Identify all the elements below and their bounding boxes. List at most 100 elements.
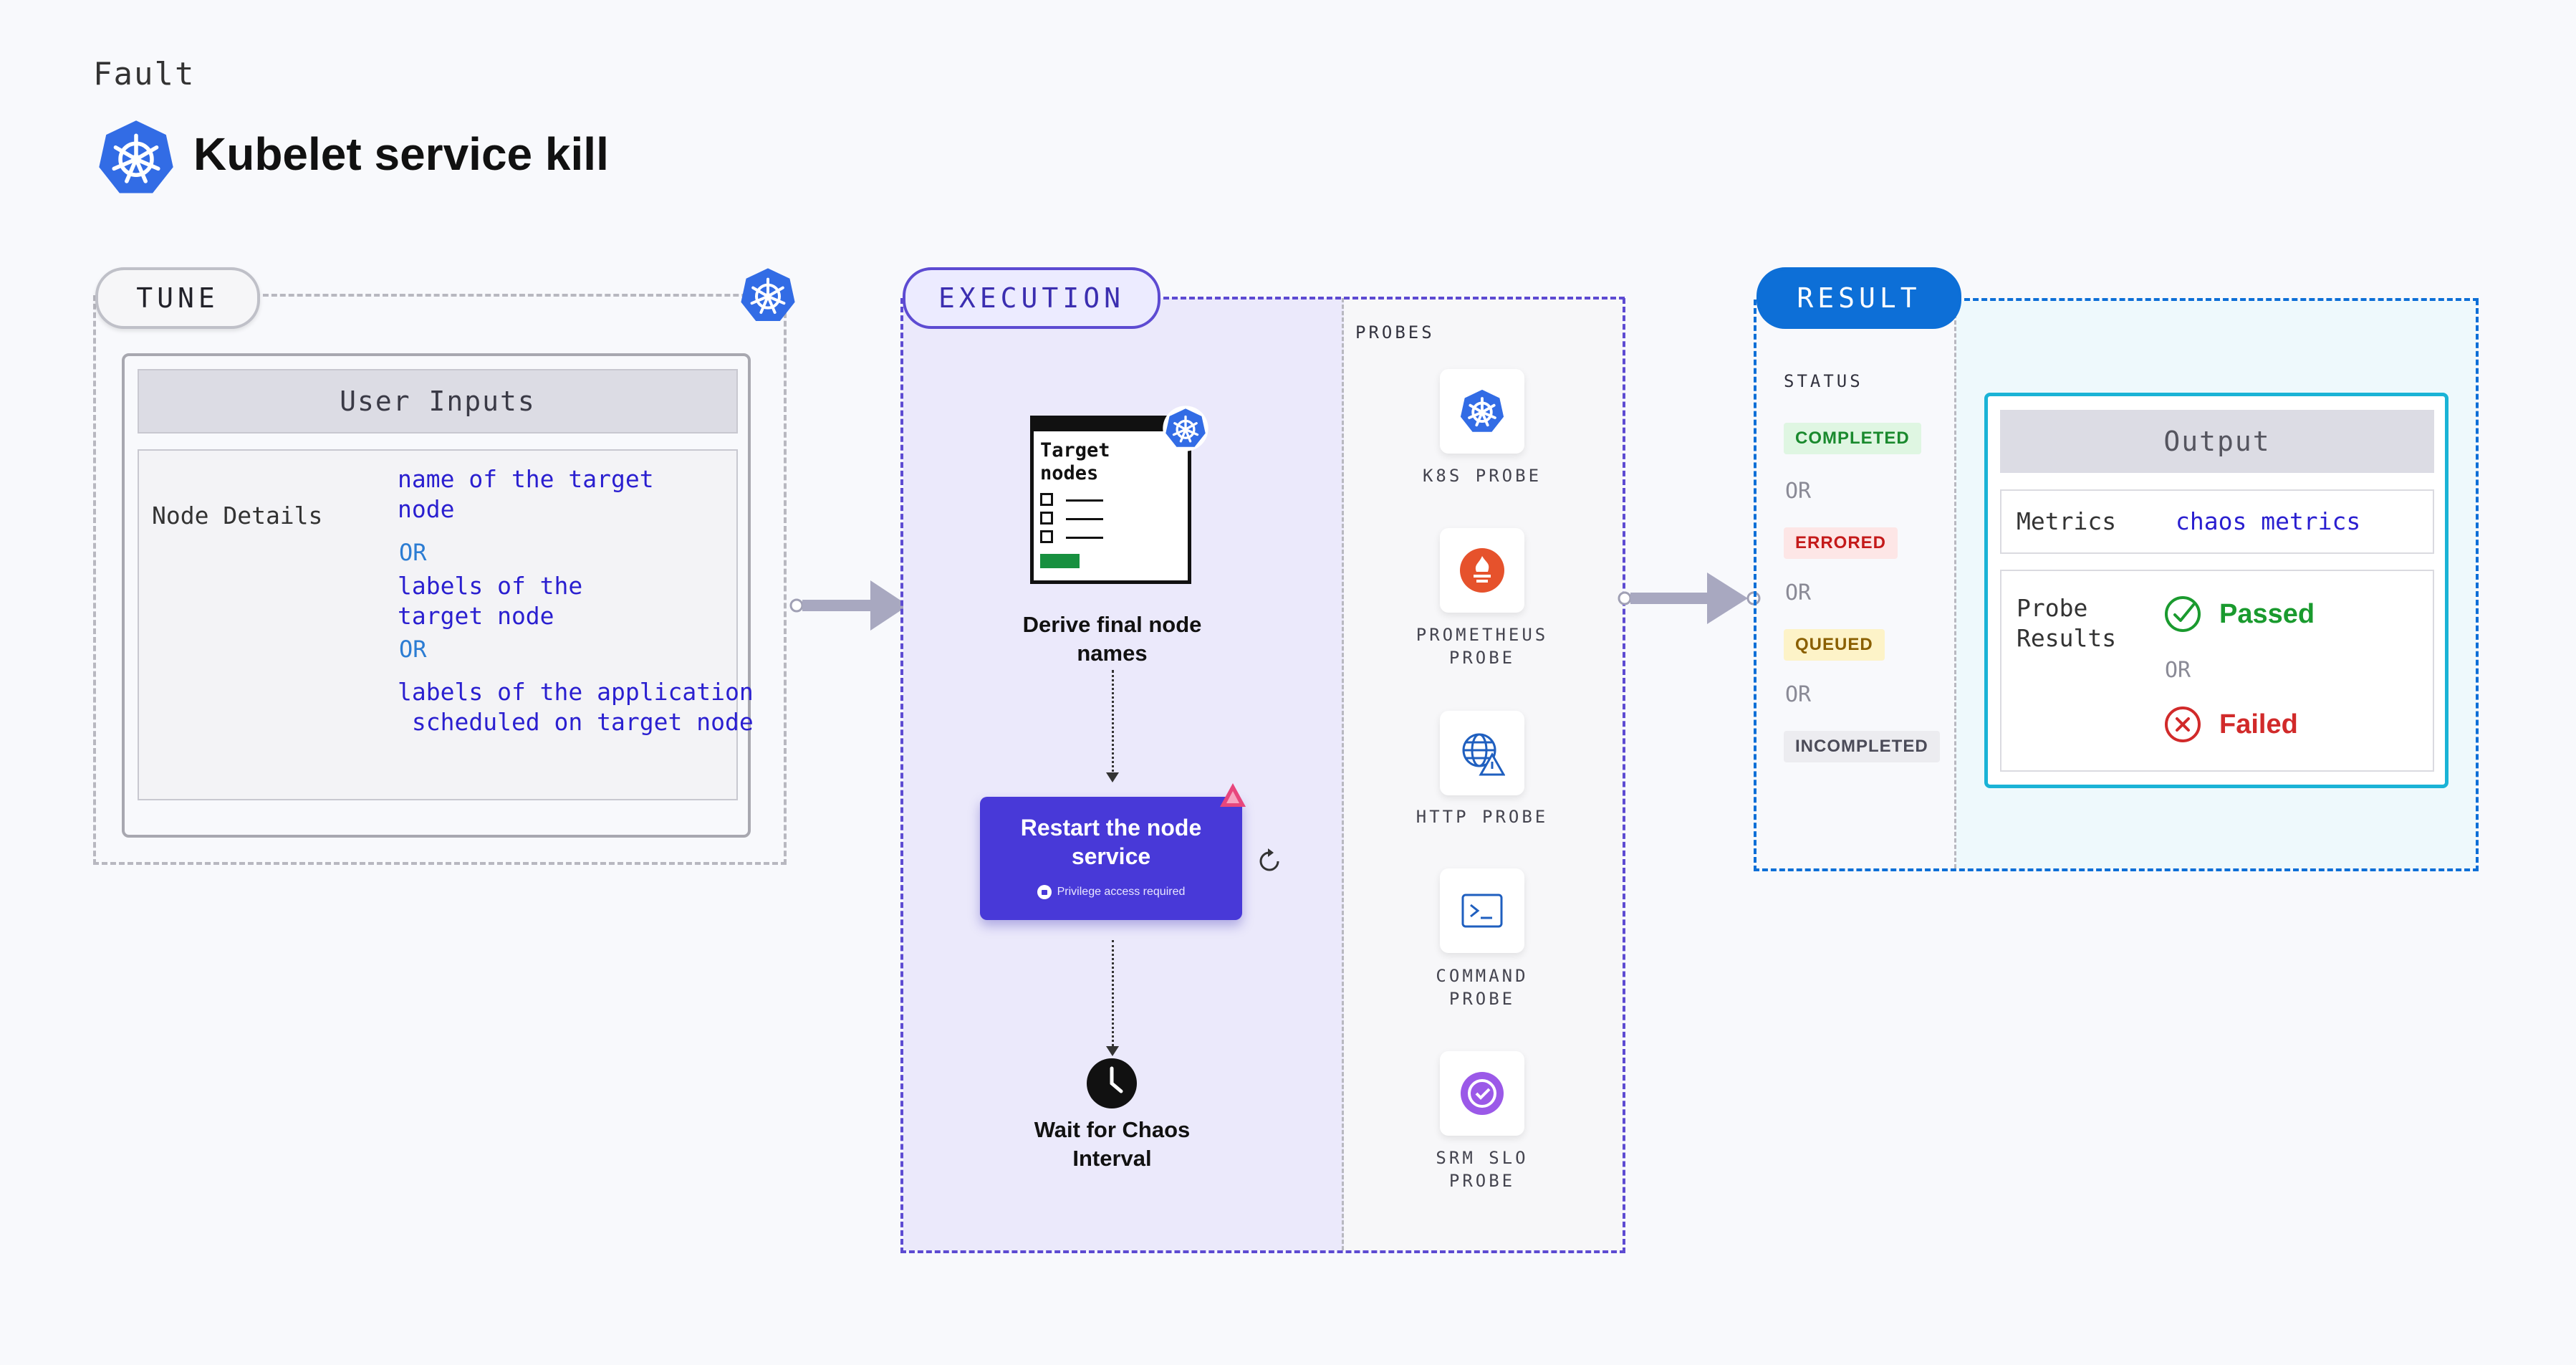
tune-section [93, 295, 787, 865]
probe-label-line: COMMAND [1436, 966, 1529, 986]
flow-arrow [1618, 573, 1761, 624]
terminal-icon [1461, 894, 1503, 928]
kubernetes-icon [99, 120, 173, 193]
line [1066, 499, 1103, 502]
target-card-header-bar [1030, 416, 1191, 431]
probe-result-passed: Passed [2219, 599, 2315, 629]
or-separator: OR [399, 539, 427, 566]
label-line: Probe [2017, 594, 2088, 622]
privilege-note: Privilege access required [980, 885, 1242, 899]
probe-label-line: HTTP PROBE [1416, 807, 1549, 827]
execution-pill: EXECUTION [903, 267, 1160, 329]
metrics-value: chaos metrics [2176, 507, 2361, 535]
step-restart-node-service[interactable] [980, 797, 1242, 920]
kubernetes-icon [741, 268, 795, 321]
or-separator: OR [1785, 479, 1812, 504]
status-badge-errored: ERRORED [1784, 527, 1898, 559]
or-separator: OR [1785, 580, 1812, 605]
title-line: nodes [1040, 462, 1099, 484]
checkbox-icon [1040, 530, 1053, 543]
clock-icon [1087, 1058, 1137, 1108]
probe-label-line: PROMETHEUS [1416, 625, 1549, 645]
step-label-line: service [1071, 843, 1151, 869]
result-section [1754, 300, 2479, 871]
option-line: labels of the [398, 572, 583, 600]
probes-divider [1342, 298, 1344, 1250]
prometheus-probe-tile[interactable] [1440, 528, 1524, 613]
checklist-row [1040, 530, 1119, 546]
result-pill: RESULT [1756, 267, 1961, 329]
step-label-line: Derive final node [1022, 612, 1202, 637]
status-label: STATUS [1784, 371, 1863, 391]
input-option-node-name: name of the target node [398, 464, 654, 525]
user-inputs-body [138, 449, 738, 800]
flow-connector [1112, 670, 1114, 777]
or-separator: OR [399, 636, 427, 663]
title-line: Target [1040, 439, 1110, 461]
input-option-app-labels: labels of the application scheduled on t… [398, 677, 754, 737]
label-line: Results [2017, 624, 2117, 652]
line [1066, 537, 1103, 539]
chaos-icon [1220, 783, 1246, 807]
k8s-probe-tile[interactable] [1440, 369, 1524, 454]
checkbox-icon [1040, 512, 1053, 525]
step-label-line: Wait for Chaos [1034, 1117, 1191, 1142]
probe-results-label: Probe Results [2017, 593, 2116, 653]
probe-result-failed: Failed [2219, 709, 2298, 739]
option-line: scheduled on target node [398, 708, 754, 736]
probe-results-row [2000, 570, 2434, 772]
flow-connector [1112, 940, 1114, 1051]
prometheus-icon [1460, 548, 1504, 593]
command-probe-tile[interactable] [1440, 868, 1524, 953]
checklist-row [1040, 493, 1119, 509]
status-badge-queued: QUEUED [1784, 629, 1885, 661]
status-badge-completed: COMPLETED [1784, 423, 1921, 454]
restart-step-label: Restart the node service [980, 813, 1242, 871]
tune-border-top [254, 294, 782, 297]
probes-label: PROBES [1355, 322, 1435, 343]
output-title: Output [2000, 410, 2434, 473]
option-line: labels of the application [398, 678, 754, 706]
or-separator: OR [2165, 658, 2191, 683]
page-eyebrow: Fault [93, 56, 196, 92]
execution-section [900, 298, 1625, 1253]
srm-slo-probe-label: SRM SLO PROBE [1396, 1146, 1568, 1192]
status-divider [1954, 301, 1956, 868]
tune-pill: TUNE [95, 267, 260, 329]
probe-label-line: PROBE [1448, 1171, 1516, 1191]
result-border-top [1956, 298, 2479, 301]
option-line: name of the target [398, 465, 654, 493]
srm-slo-probe-tile[interactable] [1440, 1051, 1524, 1136]
user-inputs-title: User Inputs [138, 369, 738, 434]
status-badge-incompleted: INCOMPLETED [1784, 731, 1940, 762]
checklist-row [1040, 512, 1119, 527]
step-label-line: names [1077, 641, 1148, 666]
node-details-label: Node Details [152, 502, 323, 530]
input-option-node-labels: labels of the target node [398, 571, 582, 631]
kubernetes-icon [1163, 406, 1208, 451]
probe-label-line: K8S PROBE [1422, 466, 1542, 486]
flow-arrow [789, 580, 917, 631]
step-label-line: Interval [1072, 1146, 1152, 1171]
probe-label-line: PROBE [1448, 648, 1516, 668]
step-wait-chaos-interval: Wait for Chaos Interval [996, 1116, 1229, 1173]
probe-label-line: SRM SLO [1436, 1148, 1529, 1168]
green-status-bar [1040, 554, 1080, 568]
option-line: target node [398, 602, 554, 630]
lock-icon [1037, 885, 1052, 899]
step-label-line: Restart the node [1020, 815, 1202, 840]
http-probe-tile[interactable] [1440, 711, 1524, 795]
privilege-note-text: Privilege access required [1057, 886, 1186, 899]
option-line: node [398, 495, 455, 523]
line [1066, 518, 1103, 520]
repeat-icon [1259, 848, 1279, 871]
step-derive-node-names: Derive final node names [996, 610, 1229, 668]
metrics-row [2000, 489, 2434, 554]
globe-warning-icon [1462, 733, 1505, 776]
arrowhead-icon [1106, 1046, 1119, 1056]
checkbox-icon [1040, 493, 1053, 506]
http-probe-label: HTTP PROBE [1396, 805, 1568, 828]
prometheus-probe-label: PROMETHEUS PROBE [1396, 623, 1568, 669]
page-title: Kubelet service kill [193, 128, 609, 180]
command-probe-label: COMMAND PROBE [1396, 964, 1568, 1010]
